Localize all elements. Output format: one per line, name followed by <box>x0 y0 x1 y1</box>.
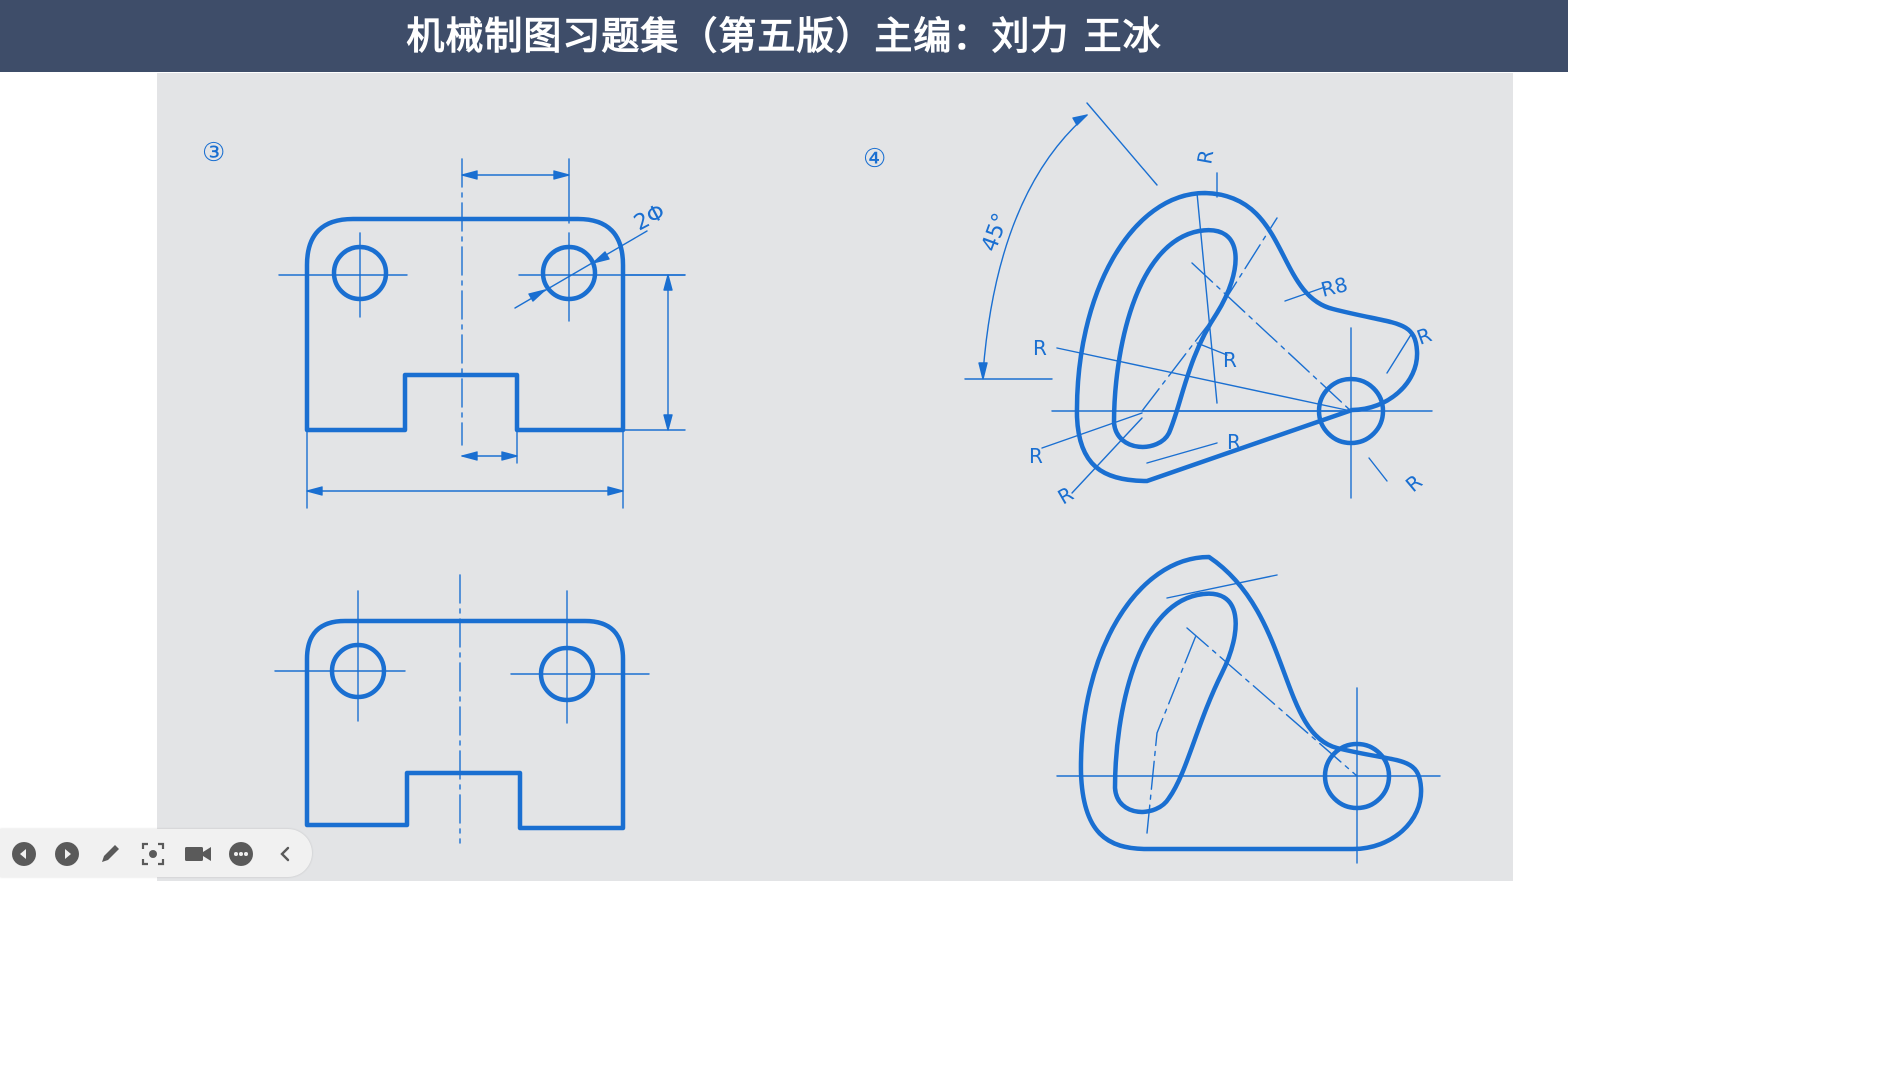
collapse-icon[interactable] <box>272 841 298 867</box>
problem4-r-label: R <box>1033 336 1047 360</box>
problem3-top-view <box>278 158 686 509</box>
problem3-number: ③ <box>202 138 225 168</box>
problem4-r8-label: R8 <box>1318 272 1350 302</box>
previous-icon[interactable] <box>11 841 37 867</box>
camera-icon[interactable] <box>183 841 213 867</box>
problem3-hole-label: 2Φ <box>630 200 669 237</box>
problem4-r-label: R <box>1223 348 1237 372</box>
problem4-r-label: R <box>1054 482 1078 510</box>
problem4-r-label: R <box>1192 148 1218 166</box>
header-bar: 机械制图习题集（第五版）主编：刘力 王冰 <box>0 0 1568 72</box>
problem4-number: ④ <box>863 144 886 174</box>
pen-icon[interactable] <box>97 841 123 867</box>
problem4-top-view <box>964 102 1433 499</box>
page-title: 机械制图习题集（第五版）主编：刘力 王冰 <box>406 14 1162 58</box>
technical-drawing: ③ 2Φ ④ 45° R8 R R R R R R R R <box>202 102 1441 864</box>
problem4-bottom-view <box>1056 554 1441 864</box>
screenshot-icon[interactable] <box>140 841 166 867</box>
next-icon[interactable] <box>54 841 80 867</box>
problem4-r-label: R <box>1401 469 1427 496</box>
slide-image: ③ 2Φ ④ 45° R8 R R R R R R R R <box>157 73 1513 881</box>
problem4-r-label: R <box>1029 444 1043 468</box>
problem3-bottom-view <box>274 574 650 844</box>
presentation-toolbar <box>0 829 312 877</box>
problem4-r-label: R <box>1227 430 1241 454</box>
more-icon[interactable] <box>228 841 254 867</box>
problem4-angle-label: 45° <box>977 210 1014 255</box>
